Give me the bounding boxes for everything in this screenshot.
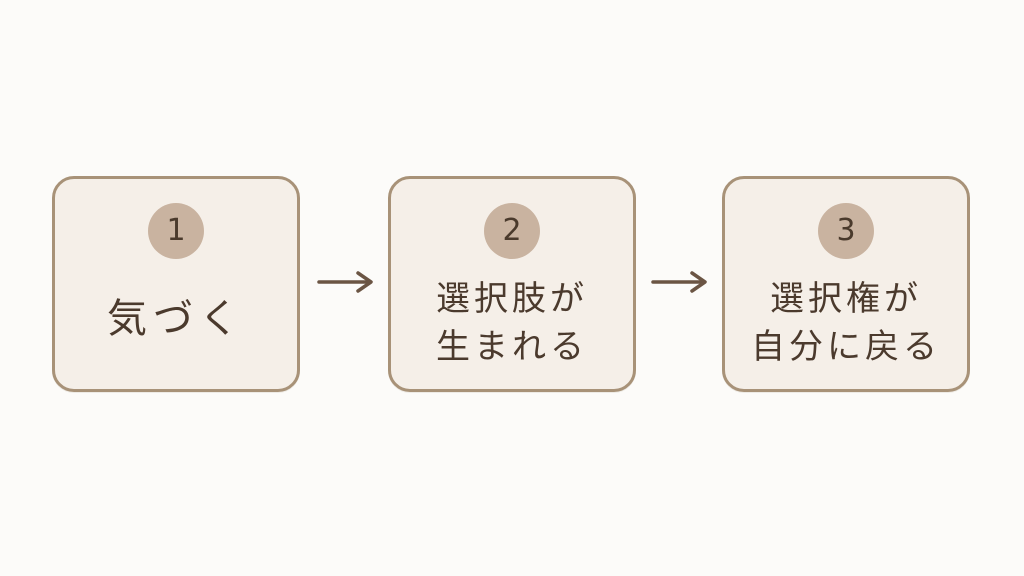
step-1-badge: 1 xyxy=(148,203,204,259)
step-1-line-1: 気づく xyxy=(107,296,245,342)
step-2-line-1: 選択肢が xyxy=(436,279,588,319)
step-3-box: 3 選択権が 自分に戻る xyxy=(722,176,970,392)
step-3-text: 選択権が 自分に戻る xyxy=(735,275,957,371)
step-1-text: 気づく xyxy=(65,271,287,367)
step-2-box: 2 選択肢が 生まれる xyxy=(388,176,636,392)
arrow-right-icon xyxy=(317,271,373,293)
step-2-line-2: 生まれる xyxy=(436,327,588,367)
step-3-badge: 3 xyxy=(818,203,874,259)
step-2-badge: 2 xyxy=(484,203,540,259)
step-3-line-2: 自分に戻る xyxy=(751,327,941,367)
step-2-text: 選択肢が 生まれる xyxy=(401,275,623,371)
arrow-right-icon xyxy=(651,271,707,293)
step-1-box: 1 気づく xyxy=(52,176,300,392)
step-3-line-1: 選択権が xyxy=(770,279,922,319)
